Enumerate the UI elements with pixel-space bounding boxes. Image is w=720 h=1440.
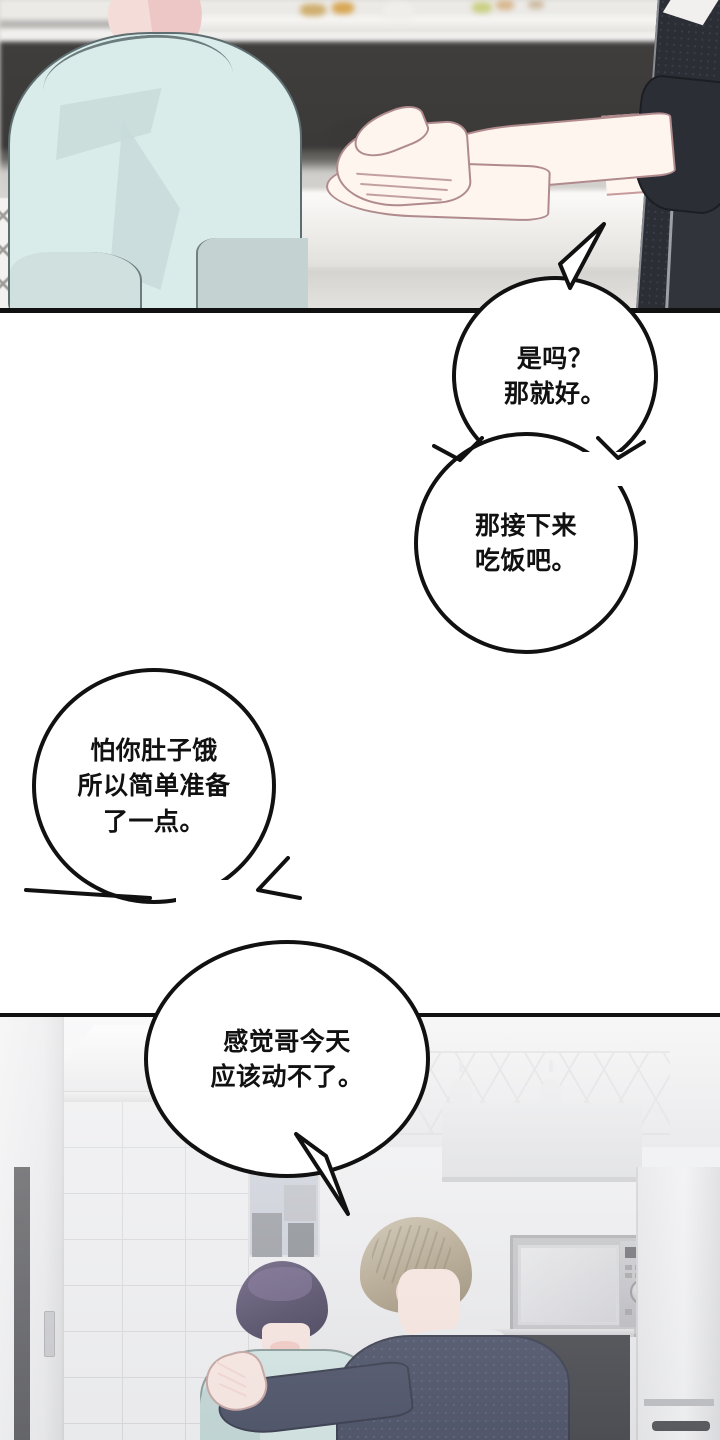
panel-top-kitchen-embrace [0, 0, 720, 313]
bubble-1-2-merge-mask [470, 452, 622, 486]
bubble-3-4-notch [244, 856, 304, 912]
refrigerator-base [652, 1421, 710, 1431]
left-figure-side-shadow [196, 238, 308, 308]
pendant-light-3 [540, 1079, 562, 1109]
oven-door-glass [518, 1245, 619, 1325]
speech-bubble-1-text: 是吗？ 那就好。 [503, 343, 606, 409]
refrigerator-seam [644, 1399, 714, 1406]
oven-button-7[interactable] [625, 1309, 632, 1315]
upper-cabinet [442, 1103, 642, 1182]
food-item-4 [528, 0, 544, 9]
window-mullion-2 [284, 1185, 316, 1221]
bubble-1-2-notch [596, 436, 648, 478]
refrigerator [636, 1167, 720, 1440]
oven-button-4[interactable] [625, 1273, 632, 1278]
speech-bubble-3[interactable]: 怕你肚子饿 所以简单准备 了一点。 [32, 668, 276, 904]
bowl-item [382, 2, 414, 20]
door-frame [0, 1017, 64, 1440]
door-handle[interactable] [44, 1311, 55, 1357]
left-figure-sleeve [10, 252, 142, 308]
counter-edge [438, 1329, 634, 1337]
bubble-1-2-notch-left [430, 436, 484, 478]
window-mullion-3 [288, 1223, 314, 1257]
bubble-3-4-merge-mask [176, 880, 256, 916]
speech-bubble-4[interactable]: 感觉哥今天 应该动不了。 [144, 940, 430, 1178]
food-plate-item-2 [332, 2, 354, 14]
bubble-1-tail [556, 222, 626, 312]
door-gap [14, 1167, 30, 1440]
pendant-light-2 [450, 1079, 472, 1109]
shorter-figure-hair-highlight [248, 1267, 312, 1301]
window-mullion-1 [252, 1213, 282, 1257]
speech-bubble-2-text: 那接下来 吃饭吧。 [474, 510, 577, 576]
speech-bubble-4-text: 感觉哥今天 应该动不了。 [210, 1026, 364, 1092]
bubble-4-tail [292, 1128, 362, 1224]
speech-bubble-3-text: 怕你肚子饿 所以简单准备 了一点。 [77, 735, 231, 836]
counter-top [180, 16, 660, 32]
food-item-3 [496, 0, 514, 10]
oven-button-1[interactable] [625, 1265, 632, 1270]
bubble-3-tail-left [24, 884, 154, 928]
food-plate-item-1 [300, 4, 326, 16]
green-food-item [472, 2, 492, 13]
